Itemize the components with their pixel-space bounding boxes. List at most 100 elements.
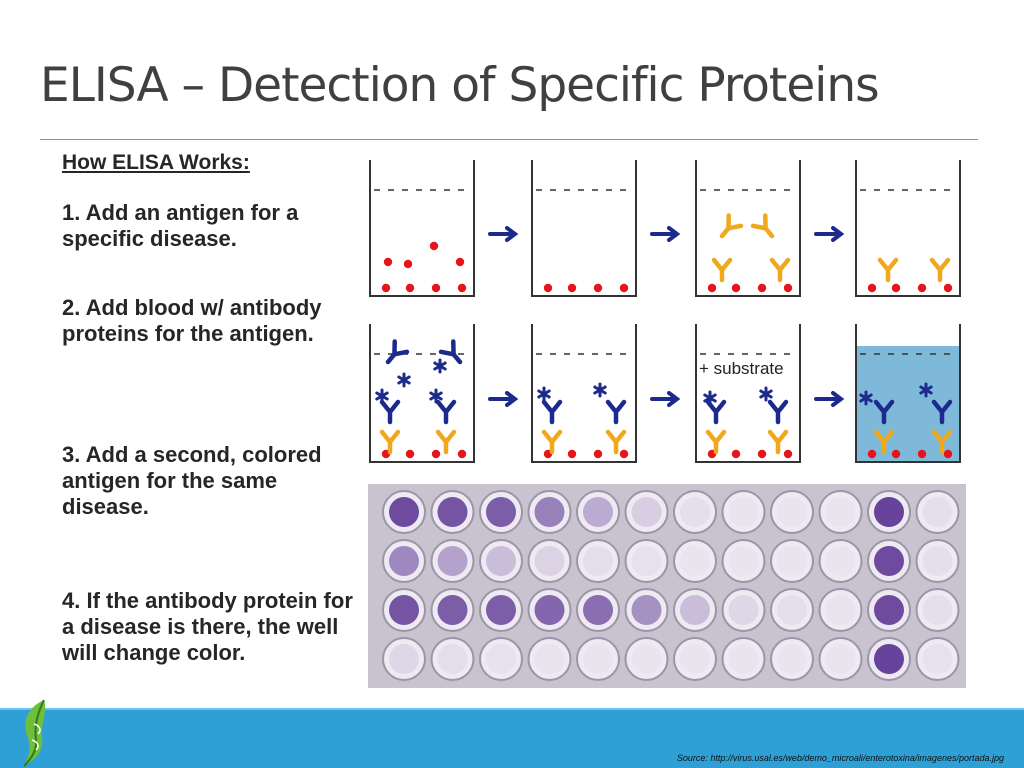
antigen-dot bbox=[403, 259, 413, 269]
leaf-logo-icon bbox=[23, 699, 46, 767]
plate-well bbox=[631, 546, 662, 576]
well-outline bbox=[369, 160, 475, 297]
secondary-antibody bbox=[770, 402, 786, 422]
antigen-dot bbox=[593, 283, 603, 293]
step-3-text: 3. Add a second, colored antigen for the… bbox=[62, 442, 322, 519]
antigen-dot bbox=[757, 283, 767, 293]
well-outline bbox=[695, 160, 801, 297]
well-outline bbox=[369, 324, 475, 463]
secondary-antibody bbox=[438, 402, 454, 422]
plate-well bbox=[631, 497, 662, 527]
antigen-dot bbox=[917, 449, 927, 459]
enzyme-marker bbox=[593, 382, 607, 398]
secondary-antibody bbox=[608, 402, 624, 422]
steps-column: How ELISA Works: 1. Add an antigen for a… bbox=[62, 150, 362, 665]
plate-well bbox=[728, 497, 759, 527]
plate-well bbox=[486, 595, 516, 625]
plate-well bbox=[825, 546, 856, 576]
plate-well bbox=[534, 595, 565, 625]
arrow-right-icon bbox=[650, 391, 681, 407]
well-outline bbox=[855, 160, 961, 297]
antigen-dot bbox=[757, 449, 767, 459]
arrow-right-icon bbox=[814, 226, 845, 242]
antigen-dot bbox=[567, 449, 577, 459]
plate-well bbox=[437, 595, 468, 625]
antigen-dot bbox=[457, 283, 467, 293]
slide-title: ELISA – Detection of Specific Proteins bbox=[40, 58, 880, 113]
plate-well bbox=[680, 595, 710, 625]
plate-well bbox=[728, 644, 759, 674]
source-citation: Source: http://virus.usal.es/web/demo_mi… bbox=[676, 753, 1004, 763]
antigen-dot bbox=[707, 283, 717, 293]
plate-well bbox=[389, 595, 419, 625]
free-antibody bbox=[716, 216, 741, 242]
plate-well bbox=[389, 644, 419, 674]
antigen-dot bbox=[619, 283, 629, 293]
antigen-dot bbox=[783, 449, 793, 459]
footer-bar bbox=[0, 710, 1024, 768]
bound-antibody bbox=[708, 432, 724, 452]
step-1-text: 1. Add an antigen for a specific disease… bbox=[62, 200, 299, 251]
free-antibody bbox=[753, 216, 778, 242]
plate-well bbox=[874, 546, 904, 576]
bound-antibody bbox=[932, 260, 948, 280]
arrow-right-icon bbox=[488, 391, 519, 407]
antigen-dot bbox=[455, 257, 465, 267]
enzyme-marker bbox=[759, 386, 773, 402]
well-outline bbox=[531, 324, 637, 463]
plate-well bbox=[389, 546, 419, 576]
plate-well bbox=[680, 644, 710, 674]
plate-well bbox=[680, 497, 710, 527]
substrate-fill bbox=[856, 346, 960, 462]
step-4-text: 4. If the antibody protein for a disease… bbox=[62, 588, 353, 665]
plate-well bbox=[437, 497, 468, 527]
arrow-right-icon bbox=[488, 226, 519, 242]
plate-well bbox=[728, 595, 759, 625]
well-outline bbox=[855, 324, 961, 463]
antigen-dot bbox=[943, 449, 953, 459]
plate-well bbox=[922, 644, 953, 674]
bound-antibody bbox=[770, 432, 786, 452]
bound-antibody bbox=[438, 432, 454, 452]
plate-well bbox=[486, 644, 516, 674]
enzyme-marker bbox=[433, 358, 447, 374]
secondary-antibody bbox=[544, 402, 560, 422]
plate-well bbox=[777, 497, 807, 527]
elisa-diagram: + substrate bbox=[369, 160, 961, 463]
plate-well bbox=[389, 497, 419, 527]
plate-well bbox=[583, 497, 613, 527]
step-2-text: 2. Add blood w/ antibody proteins for th… bbox=[62, 295, 322, 346]
plate-well bbox=[922, 595, 953, 625]
antigen-dot bbox=[943, 283, 953, 293]
plate-well bbox=[874, 497, 904, 527]
plate-well bbox=[486, 546, 516, 576]
plate-well bbox=[777, 595, 807, 625]
antigen-dot bbox=[567, 283, 577, 293]
plate-well bbox=[680, 546, 710, 576]
antigen-dot bbox=[405, 449, 415, 459]
antigen-dot bbox=[593, 449, 603, 459]
plate-well bbox=[825, 644, 856, 674]
antigen-dot bbox=[431, 283, 441, 293]
plate-well bbox=[728, 546, 759, 576]
secondary-antibody bbox=[382, 402, 398, 422]
antigen-dot bbox=[783, 283, 793, 293]
antigen-dot bbox=[917, 283, 927, 293]
plate-well bbox=[583, 546, 613, 576]
antigen-dot bbox=[431, 449, 441, 459]
antigen-dot bbox=[381, 283, 391, 293]
bound-antibody bbox=[714, 260, 730, 280]
plate-well bbox=[922, 546, 953, 576]
plate-well bbox=[631, 595, 662, 625]
substrate-label: + substrate bbox=[699, 359, 784, 378]
plate-well bbox=[777, 546, 807, 576]
antigen-dot bbox=[383, 257, 393, 267]
antigen-dot bbox=[543, 283, 553, 293]
title-divider bbox=[40, 139, 978, 140]
antigen-dot bbox=[731, 283, 741, 293]
plate-well bbox=[874, 595, 904, 625]
elisa-plate-photo bbox=[368, 484, 966, 688]
bound-antibody bbox=[772, 260, 788, 280]
enzyme-marker bbox=[537, 386, 551, 402]
bound-antibody bbox=[608, 432, 624, 452]
